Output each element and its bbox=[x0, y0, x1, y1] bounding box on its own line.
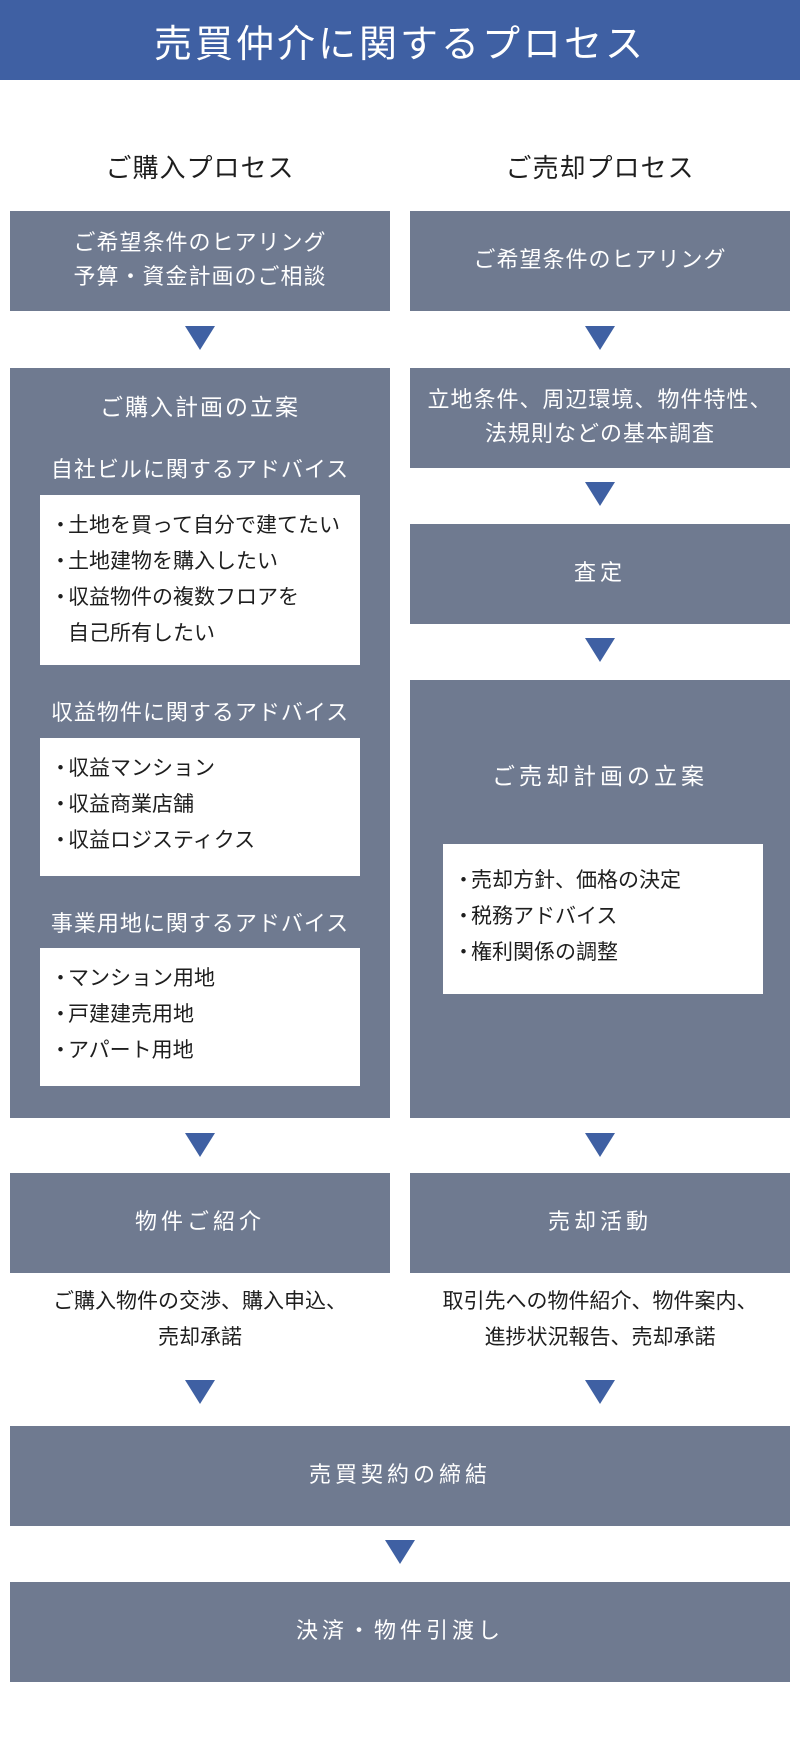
list-item: ・土地を買って自分で建てたい bbox=[50, 513, 340, 537]
purchase-process-title: ご購入プロセス bbox=[105, 154, 295, 184]
step-contract-label: 売買契約の締結 bbox=[308, 1463, 491, 1488]
advice-panel-own-building: ・土地を買って自分で建てたい ・土地建物を購入したい ・収益物件の複数フロアを … bbox=[40, 495, 360, 665]
purchase-step-introduction: 物件ご紹介 bbox=[10, 1173, 390, 1273]
arrow-down-icon bbox=[585, 326, 615, 350]
sale-step-activity-label: 売却活動 bbox=[547, 1210, 652, 1235]
sale-process-title: ご売却プロセス bbox=[505, 154, 695, 184]
advice-title-own-building: 自社ビルに関するアドバイス bbox=[50, 458, 350, 483]
sale-step-hearing-label: ご希望条件のヒアリング bbox=[473, 248, 727, 273]
list-item: ・権利関係の調整 bbox=[453, 940, 618, 964]
arrow-down-icon bbox=[585, 1380, 615, 1404]
list-item: ・売却方針、価格の決定 bbox=[453, 868, 681, 892]
purchase-step-hearing: ご希望条件のヒアリング 予算・資金計画のご相談 bbox=[10, 211, 390, 311]
step-settlement-label: 決済・物件引渡し bbox=[295, 1619, 504, 1644]
list-item: ・税務アドバイス bbox=[453, 904, 618, 928]
purchase-step-introduction-label: 物件ご紹介 bbox=[134, 1210, 265, 1235]
sale-plan-title: ご売却計画の立案 bbox=[492, 764, 708, 790]
list-item: ・アパート用地 bbox=[50, 1038, 194, 1062]
arrow-down-icon bbox=[185, 1133, 215, 1157]
page-header: 売買仲介に関するプロセス bbox=[0, 0, 800, 80]
sale-step-survey: 立地条件、周辺環境、物件特性、 法規則などの基本調査 bbox=[410, 368, 790, 468]
sale-plan-panel: ・売却方針、価格の決定 ・税務アドバイス ・権利関係の調整 bbox=[443, 844, 763, 994]
purchase-step-hearing-label: ご希望条件のヒアリング 予算・資金計画のご相談 bbox=[73, 231, 327, 290]
arrow-down-icon bbox=[185, 1380, 215, 1404]
sale-step-hearing: ご希望条件のヒアリング bbox=[410, 211, 790, 311]
list-item: ・マンション用地 bbox=[50, 966, 215, 990]
sale-step-survey-label: 立地条件、周辺環境、物件特性、 法規則などの基本調査 bbox=[427, 388, 773, 447]
sale-step-activity-desc: 取引先への物件紹介、物件案内、 進捗状況報告、売却承諾 bbox=[442, 1289, 758, 1349]
arrow-down-icon bbox=[185, 326, 215, 350]
step-contract: 売買契約の締結 bbox=[10, 1426, 790, 1526]
page-title: 売買仲介に関するプロセス bbox=[153, 21, 646, 66]
advice-title-business-land: 事業用地に関するアドバイス bbox=[50, 912, 350, 937]
advice-panel-income-property: ・収益マンション ・収益商業店舗 ・収益ロジスティクス bbox=[40, 738, 360, 876]
list-item: ・収益商業店舗 bbox=[50, 792, 194, 816]
list-item-continuation: 自己所有したい bbox=[68, 621, 215, 645]
advice-title-income-property: 収益物件に関するアドバイス bbox=[50, 701, 350, 726]
list-item: ・戸建建売用地 bbox=[50, 1002, 194, 1026]
purchase-step-introduction-desc: ご購入物件の交渉、購入申込、 売却承諾 bbox=[53, 1289, 347, 1349]
sale-step-appraisal: 査定 bbox=[410, 524, 790, 624]
list-item: ・収益ロジスティクス bbox=[50, 828, 256, 852]
arrow-down-icon bbox=[385, 1540, 415, 1564]
list-item: ・土地建物を購入したい bbox=[50, 549, 278, 573]
sale-step-appraisal-label: 査定 bbox=[573, 561, 626, 586]
list-item: ・収益物件の複数フロアを bbox=[50, 585, 299, 609]
arrow-down-icon bbox=[585, 1133, 615, 1157]
arrow-down-icon bbox=[585, 482, 615, 506]
advice-panel-business-land: ・マンション用地 ・戸建建売用地 ・アパート用地 bbox=[40, 948, 360, 1086]
step-settlement: 決済・物件引渡し bbox=[10, 1582, 790, 1682]
sale-step-activity: 売却活動 bbox=[410, 1173, 790, 1273]
purchase-plan-title: ご購入計画の立案 bbox=[100, 395, 300, 421]
arrow-down-icon bbox=[585, 638, 615, 662]
list-item: ・収益マンション bbox=[50, 756, 215, 780]
